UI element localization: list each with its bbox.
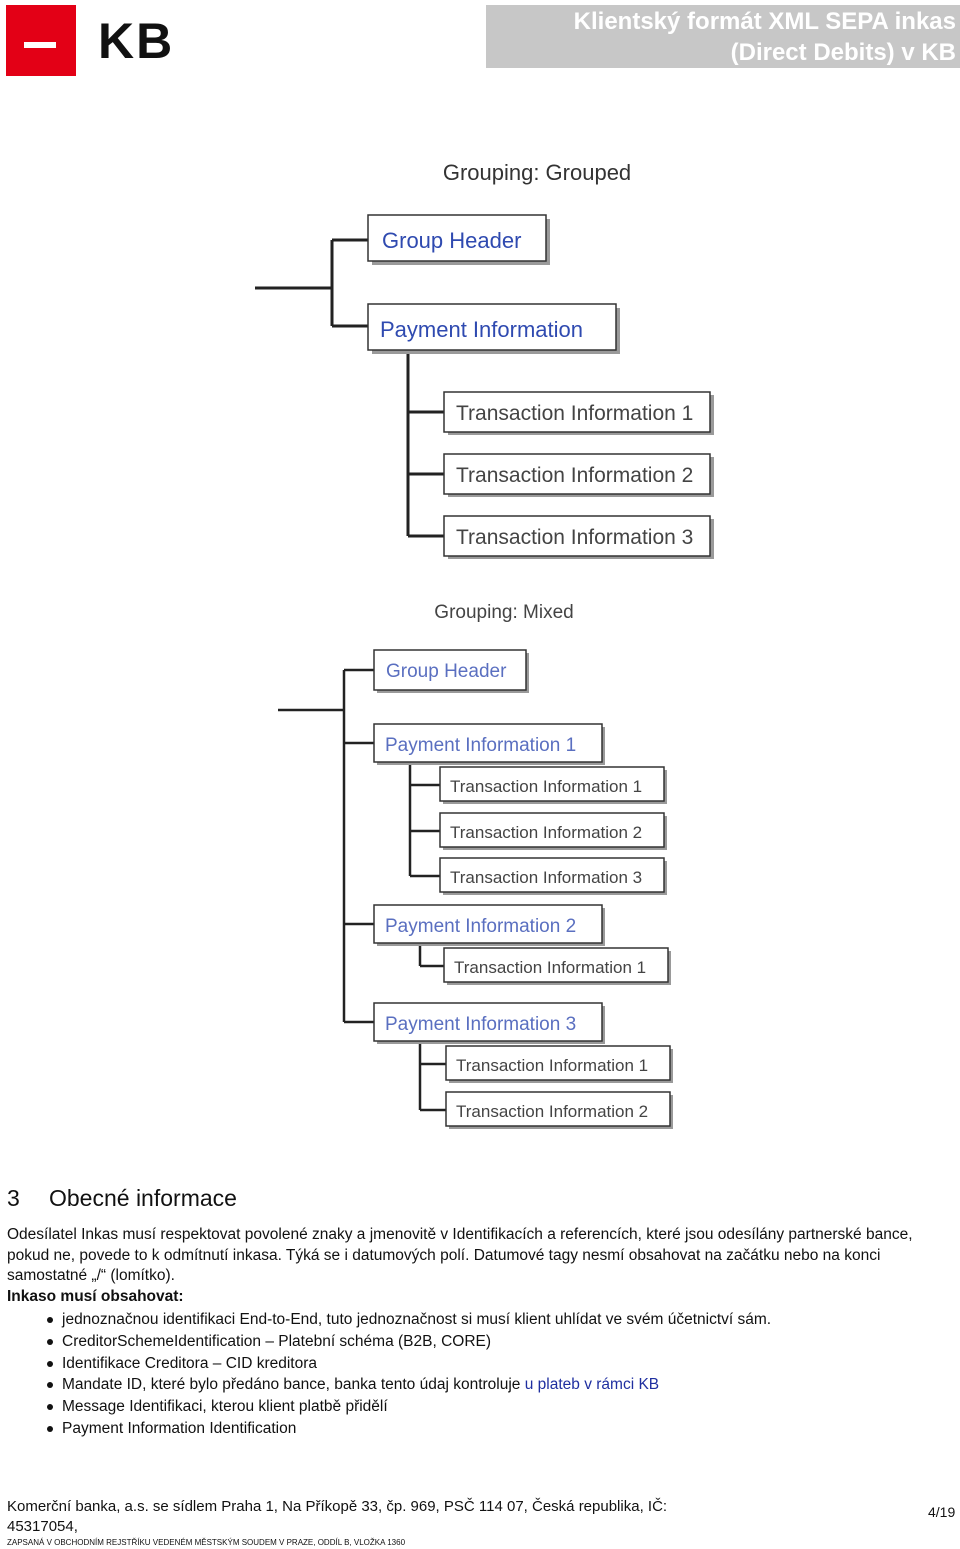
grouped-transaction-label: Transaction Information 2 — [456, 464, 693, 487]
list-item: Identifikace Creditora – CID kreditora — [7, 1353, 957, 1375]
footer-id-line: 45317054, — [7, 1518, 78, 1535]
mixed-group-header-node: Group Header — [373, 649, 529, 693]
kb-logo — [6, 5, 76, 76]
mixed-connectors — [278, 668, 446, 1112]
mixed-transaction-node: Transaction Information 1 — [443, 947, 671, 985]
grouped-group-header-label: Group Header — [382, 228, 521, 253]
list-item-text: Mandate ID, které bylo předáno bance, ba… — [62, 1376, 525, 1394]
mixed-transaction-label: Transaction Information 2 — [450, 823, 642, 842]
list-item: Mandate ID, které bylo předáno bance, ba… — [7, 1374, 957, 1396]
footer-registry-line: ZAPSANÁ V OBCHODNÍM REJSTŘÍKU VEDENÉM MĚ… — [7, 1538, 406, 1547]
section-body: Odesílatel Inkas musí respektovat povole… — [7, 1225, 957, 1440]
section-title: Obecné informace — [49, 1185, 237, 1211]
section-paragraph: Odesílatel Inkas musí respektovat povole… — [7, 1226, 913, 1284]
mixed-transaction-label: Transaction Information 1 — [450, 777, 642, 796]
mixed-transaction-label: Transaction Information 3 — [450, 868, 642, 887]
document-title-line1: Klientský formát XML SEPA inkas — [573, 8, 956, 35]
kb-logo-bar — [24, 42, 56, 48]
mixed-payment-info-node: Payment Information 3 — [373, 1002, 605, 1044]
mixed-transaction-label: Transaction Information 1 — [456, 1056, 648, 1075]
grouped-payment-info-label: Payment Information — [380, 317, 583, 342]
grouped-payment-info-node: Payment Information — [367, 303, 620, 354]
section-number: 3 — [7, 1185, 20, 1211]
grouped-transaction-node: Transaction Information 1 — [443, 391, 714, 435]
grouped-transaction-label: Transaction Information 3 — [456, 526, 693, 549]
mixed-transaction-node: Transaction Information 1 — [439, 766, 667, 804]
mixed-payment-info-label: Payment Information 1 — [385, 735, 576, 756]
mixed-group-header-label: Group Header — [386, 661, 507, 682]
grouped-group-header-node: Group Header — [367, 214, 550, 265]
grouped-connectors — [255, 238, 446, 538]
kb-payments-link[interactable]: u plateb v rámci KB — [524, 1376, 660, 1394]
mixed-transaction-label: Transaction Information 2 — [456, 1102, 648, 1121]
kb-logo-text: KB — [98, 13, 175, 69]
mixed-transaction-node: Transaction Information 1 — [445, 1045, 673, 1083]
grouped-transaction-node: Transaction Information 2 — [443, 453, 714, 497]
footer-company-line: Komerční banka, a.s. se sídlem Praha 1, … — [7, 1498, 668, 1515]
mixed-payment-info-label: Payment Information 3 — [385, 1014, 576, 1035]
document-title-line2: (Direct Debits) v KB — [730, 39, 956, 66]
grouped-transaction-label: Transaction Information 1 — [456, 402, 693, 425]
mixed-payment-info-node: Payment Information 2 — [373, 904, 605, 946]
grouped-title: Grouping: Grouped — [443, 160, 631, 185]
document-header-box: Klientský formát XML SEPA inkas (Direct … — [486, 5, 960, 68]
list-item: jednoznačnou identifikaci End-to-End, tu… — [7, 1309, 957, 1331]
mixed-transaction-node: Transaction Information 2 — [439, 812, 667, 850]
mixed-transaction-node: Transaction Information 3 — [439, 857, 667, 895]
list-item: CreditorSchemeIdentification – Platební … — [7, 1331, 957, 1353]
page-number: 4/19 — [928, 1504, 956, 1520]
mixed-transaction-label: Transaction Information 1 — [454, 958, 646, 977]
mixed-payment-info-node: Payment Information 1 — [373, 723, 605, 765]
must-contain-label: Inkaso musí obsahovat: — [7, 1287, 184, 1305]
section-heading: 3 Obecné informace — [7, 1185, 237, 1212]
grouping-diagrams: Grouping: Grouped Group Header Payment I… — [255, 160, 714, 1129]
list-item: Message Identifikaci, kterou klient plat… — [7, 1396, 957, 1418]
mixed-payment-info-label: Payment Information 2 — [385, 916, 576, 937]
grouped-transaction-node: Transaction Information 3 — [443, 515, 714, 559]
requirements-list: jednoznačnou identifikaci End-to-End, tu… — [7, 1309, 957, 1440]
mixed-transaction-node: Transaction Information 2 — [445, 1091, 673, 1129]
page-footer: Komerční banka, a.s. se sídlem Praha 1, … — [7, 1497, 747, 1549]
list-item: Payment Information Identification — [7, 1418, 957, 1440]
mixed-title: Grouping: Mixed — [434, 602, 573, 623]
